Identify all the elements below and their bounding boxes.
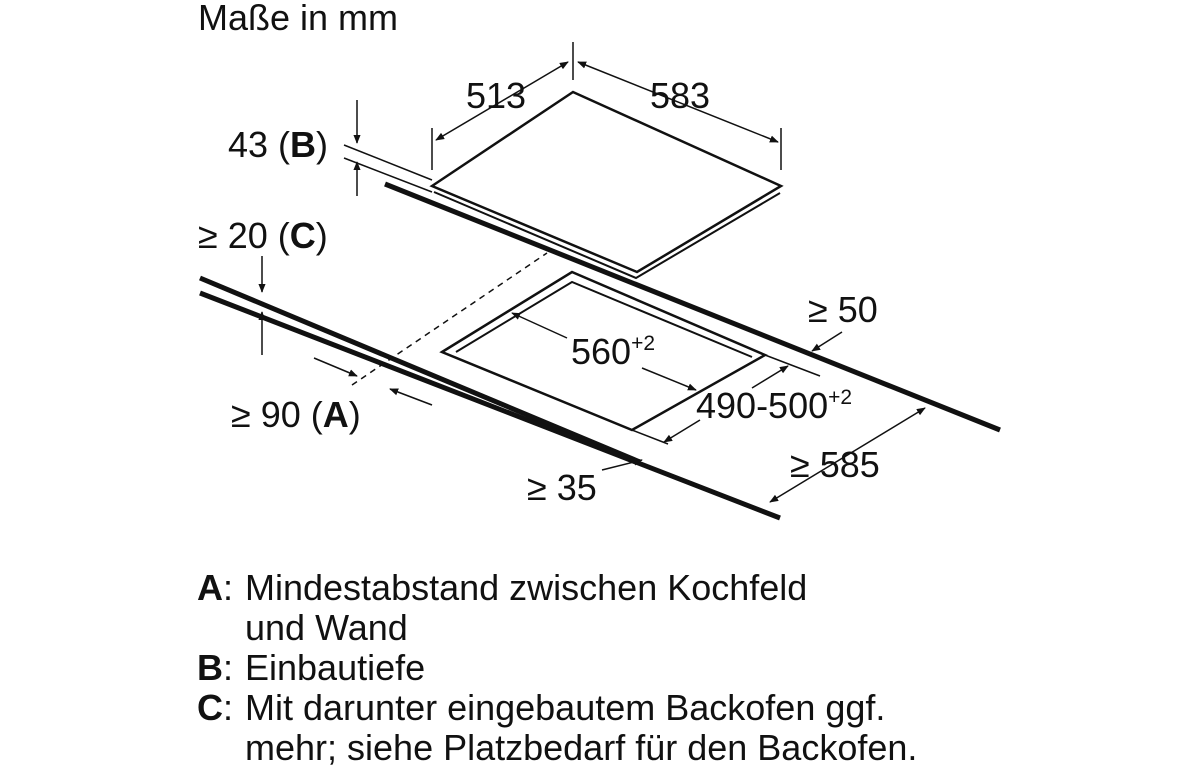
dimension-583	[577, 61, 782, 170]
worktop-rear-edge	[384, 181, 1001, 433]
legend: A: Mindestabstand zwischen Kochfeld und …	[197, 568, 1157, 768]
dimension-490-500-label: 490-500+2	[696, 385, 852, 426]
dimension-513-label: 513	[466, 75, 526, 116]
installation-diagram: Maße in mm 513 583 43 (B)	[198, 0, 1001, 521]
dimension-35-label: ≥ 35	[527, 467, 597, 508]
legend-item-b: B: Einbautiefe	[197, 647, 426, 688]
legend-text-a-line1: Mindestabstand zwischen Kochfeld	[245, 567, 808, 608]
dimension-20-label: ≥ 20 (C)	[198, 215, 328, 256]
legend-item-a: A: Mindestabstand zwischen Kochfeld und …	[197, 567, 808, 648]
legend-text-c-line2: mehr; siehe Platzbedarf für den Backofen…	[245, 727, 918, 768]
dimension-513	[431, 42, 574, 170]
dimension-560-label: 560+2	[571, 331, 655, 372]
dimension-90-label: ≥ 90 (A)	[231, 394, 361, 435]
dimension-490-500	[631, 354, 821, 445]
hob	[429, 90, 784, 280]
legend-key-b: B	[197, 647, 223, 688]
legend-key-a: A	[197, 567, 223, 608]
legend-text-c-line1: Mit darunter eingebautem Backofen ggf.	[245, 687, 886, 728]
dimension-43-label: 43 (B)	[228, 124, 328, 165]
dimension-50	[811, 331, 843, 352]
legend-text-b-line1: Einbautiefe	[245, 647, 426, 688]
dimension-43	[343, 100, 433, 196]
worktop-front-edge	[199, 275, 781, 521]
dimension-585	[769, 407, 926, 503]
dimension-585-label: ≥ 585	[790, 444, 880, 485]
dimension-583-label: 583	[650, 75, 710, 116]
legend-key-c: C	[197, 687, 223, 728]
legend-text-a-line2: und Wand	[245, 607, 408, 648]
dimension-35	[601, 458, 643, 471]
legend-item-c: C: Mit darunter eingebautem Backofen ggf…	[197, 687, 918, 768]
dimension-560	[511, 312, 697, 391]
dimension-50-label: ≥ 50	[808, 289, 878, 330]
projection-line	[351, 252, 548, 386]
diagram-title: Maße in mm	[198, 0, 398, 38]
dimension-90	[313, 357, 433, 406]
